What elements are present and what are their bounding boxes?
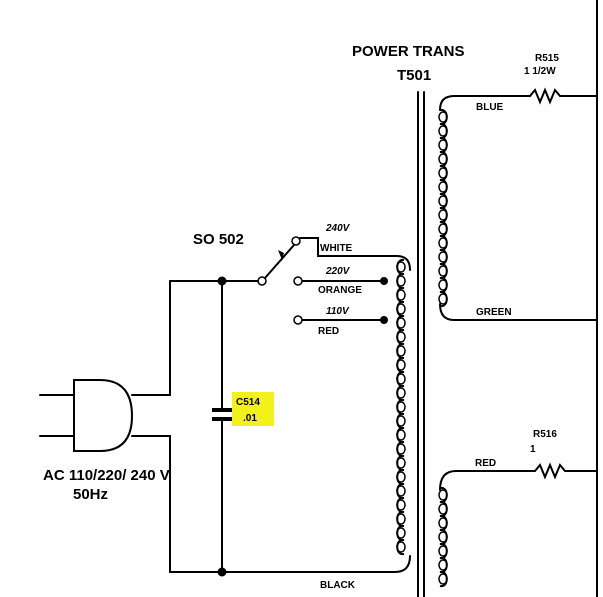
coil-loop <box>396 345 406 357</box>
coil-loop <box>438 559 448 571</box>
coil-loop <box>396 527 406 539</box>
green-wire <box>439 303 598 321</box>
red-secondary-wire <box>439 470 536 491</box>
blue-wire-label: BLUE <box>476 102 504 113</box>
coil-loop <box>396 373 406 385</box>
green-wire-label: GREEN <box>476 307 512 318</box>
coil-loop <box>396 275 406 287</box>
black-return-wire <box>221 555 411 573</box>
secondary-winding-upper <box>438 108 448 308</box>
coil-loop <box>396 289 406 301</box>
coil-loop <box>438 223 448 235</box>
red-tap-color: RED <box>318 326 339 337</box>
red-tap-terminal <box>293 315 303 325</box>
primary-winding <box>396 258 406 556</box>
coil-loop <box>438 489 448 501</box>
r516-ref: R516 <box>533 429 557 440</box>
coil-loop <box>396 303 406 315</box>
coil-loop <box>396 499 406 511</box>
coil-loop <box>438 531 448 543</box>
coil-loop <box>396 541 406 553</box>
coil-loop <box>396 261 406 273</box>
coil-loop <box>396 331 406 343</box>
r515-ref: R515 <box>535 53 559 64</box>
capacitor-highlight <box>232 392 274 426</box>
coil-loop <box>438 153 448 165</box>
ac-plug-icon <box>39 379 134 452</box>
r515-value: 1 1/2W <box>524 66 556 77</box>
coil-loop <box>438 139 448 151</box>
secondary-winding-lower <box>438 486 448 588</box>
ac-input-label: AC 110/220/ 240 V <box>43 467 170 484</box>
ac-line-top <box>131 280 171 396</box>
coil-loop <box>396 429 406 441</box>
coil-loop <box>438 209 448 221</box>
r516-value: 1 <box>530 444 536 455</box>
orange-tap-color: ORANGE <box>318 285 362 296</box>
transformer-core <box>417 91 425 597</box>
coil-loop <box>438 167 448 179</box>
coil-loop <box>438 517 448 529</box>
black-wire-label: BLACK <box>320 580 356 591</box>
resistor-r516 <box>534 462 598 480</box>
coil-loop <box>396 513 406 525</box>
red-secondary-label: RED <box>475 458 496 469</box>
coil-loop <box>438 181 448 193</box>
coil-loop <box>438 237 448 249</box>
coil-loop <box>438 111 448 123</box>
coil-loop <box>438 293 448 305</box>
capacitor-c514-top-plate <box>212 408 232 412</box>
coil-loop <box>396 317 406 329</box>
capacitor-ref: C514 <box>236 397 260 408</box>
switch-blade <box>264 244 295 279</box>
coil-loop <box>438 195 448 207</box>
coil-loop <box>438 265 448 277</box>
coil-loop <box>396 387 406 399</box>
coil-loop <box>396 359 406 371</box>
socket-label: SO 502 <box>193 231 244 248</box>
coil-loop <box>396 415 406 427</box>
ac-line-bottom <box>131 435 171 573</box>
coil-loop <box>396 443 406 455</box>
coil-loop <box>438 279 448 291</box>
capacitor-c514-bottom-plate <box>212 417 232 421</box>
switch-arrow-icon <box>278 250 284 260</box>
white-tap-color: WHITE <box>320 243 353 254</box>
white-tap-terminal <box>291 236 301 246</box>
coil-loop <box>438 545 448 557</box>
coil-loop <box>438 251 448 263</box>
red-tap-voltage: 110V <box>326 306 350 317</box>
coil-loop <box>438 573 448 585</box>
transformer-title: POWER TRANS <box>352 43 465 60</box>
coil-loop <box>396 485 406 497</box>
coil-loop <box>396 401 406 413</box>
orange-tap-voltage: 220V <box>325 266 351 277</box>
resistor-r515 <box>529 87 598 105</box>
white-tap-wire <box>299 237 411 271</box>
orange-tap-node <box>380 277 388 285</box>
capacitor-value: .01 <box>243 413 257 424</box>
coil-loop <box>396 457 406 469</box>
coil-loop <box>396 471 406 483</box>
ac-frequency-label: 50Hz <box>73 486 108 503</box>
white-tap-voltage: 240V <box>325 223 351 234</box>
orange-tap-terminal <box>293 276 303 286</box>
red-tap-node <box>380 316 388 324</box>
transformer-ref: T501 <box>397 67 431 84</box>
coil-loop <box>438 125 448 137</box>
blue-wire <box>439 95 531 111</box>
coil-loop <box>438 503 448 515</box>
